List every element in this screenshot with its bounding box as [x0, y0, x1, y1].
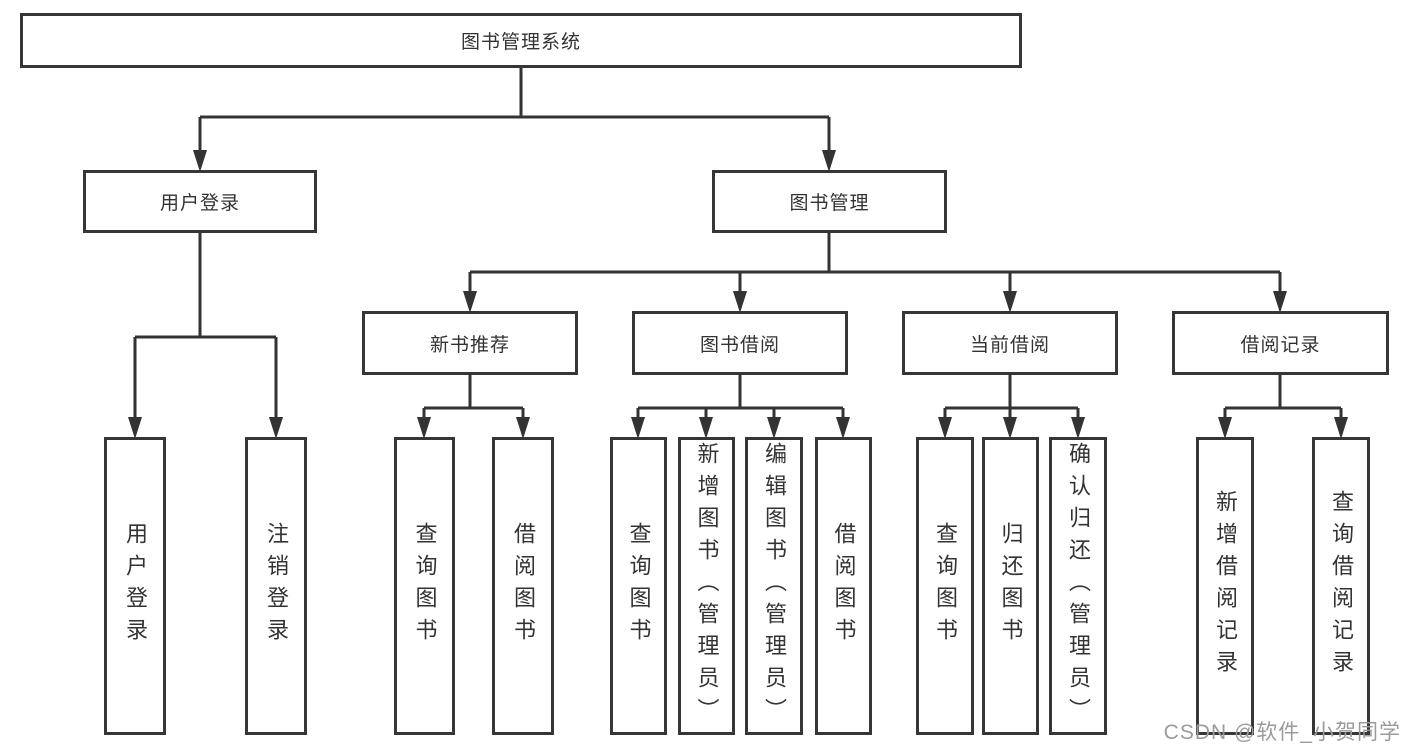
leaf-borrow-books-recommend: 借阅图书: [492, 437, 554, 735]
node-borrow-records: 借阅记录: [1172, 311, 1389, 375]
leaf-logout: 注销登录: [245, 437, 307, 735]
leaf-query-books-borrowing: 查询图书: [610, 437, 667, 735]
leaf-borrow-books-borrowing: 借阅图书: [815, 437, 872, 735]
leaf-query-borrow-record: 查询借阅记录: [1312, 437, 1370, 735]
node-book-borrowing: 图书借阅: [632, 311, 848, 375]
leaf-user-login: 用户登录: [104, 437, 166, 735]
leaf-return-books: 归还图书: [982, 437, 1039, 735]
watermark: CSDN @软件_小贺同学: [1163, 721, 1401, 744]
leaf-query-books-recommend: 查询图书: [394, 437, 455, 735]
node-new-book-recommend: 新书推荐: [362, 311, 578, 375]
root-node-library-system: 图书管理系统: [20, 13, 1022, 68]
leaf-confirm-return-admin: 确认归还（管理员）: [1049, 437, 1107, 735]
node-user-login: 用户登录: [83, 170, 317, 233]
leaf-query-books-current: 查询图书: [916, 437, 974, 735]
leaf-edit-books-admin: 编辑图书（管理员）: [745, 437, 803, 735]
node-current-borrowing: 当前借阅: [902, 311, 1118, 375]
node-book-management: 图书管理: [712, 170, 947, 233]
leaf-add-borrow-record: 新增借阅记录: [1196, 437, 1254, 735]
leaf-add-books-admin: 新增图书（管理员）: [678, 437, 735, 735]
